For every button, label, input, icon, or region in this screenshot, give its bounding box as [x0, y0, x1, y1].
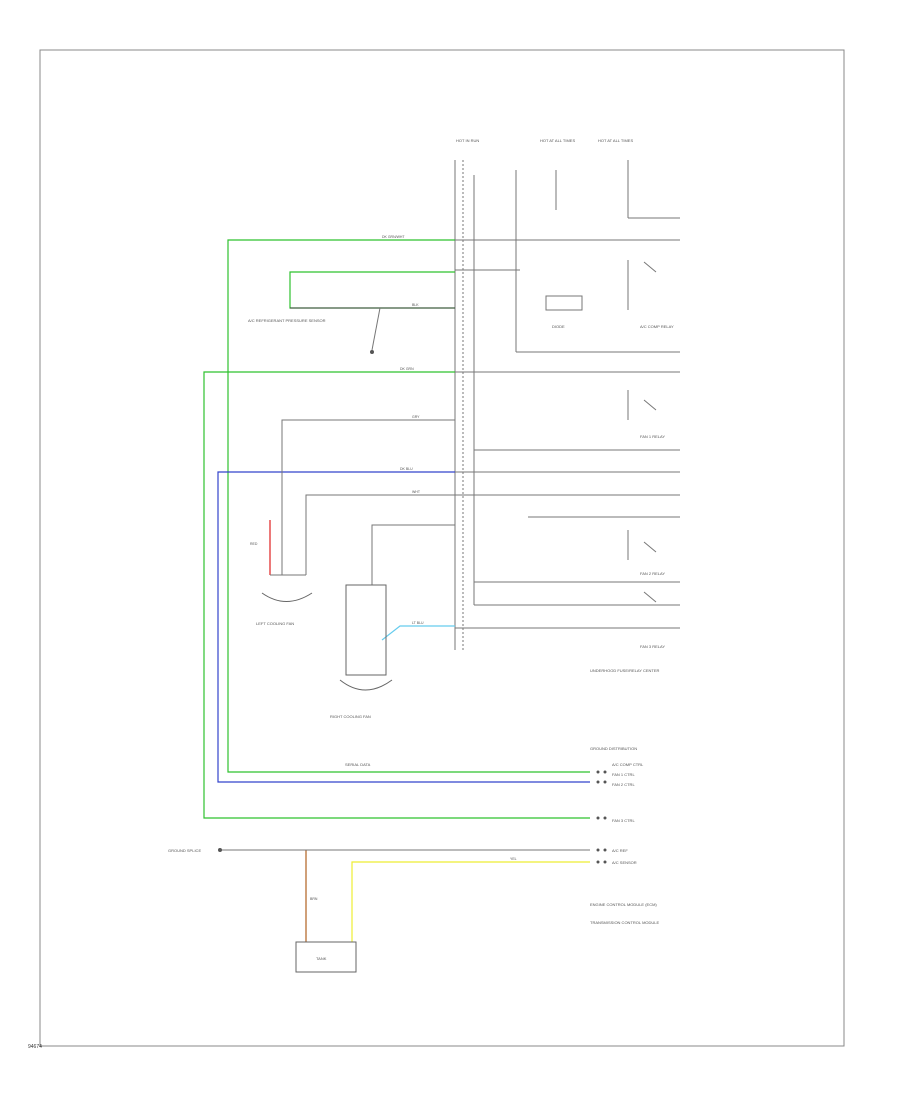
relay-label: A/C COMP RELAY — [640, 324, 674, 329]
connector-label: FAN 1 CTRL — [612, 772, 635, 777]
fuse-feeds — [454, 160, 680, 650]
wire-label: GRY — [412, 415, 420, 419]
components — [261, 584, 393, 973]
connector-label: FAN 3 CTRL — [612, 818, 635, 823]
connector-labels: A/C COMP CTRL FAN 1 CTRL FAN 2 CTRL FAN … — [612, 762, 644, 865]
fuse-labels: HOT IN RUN HOT AT ALL TIMES HOT AT ALL T… — [456, 138, 633, 143]
relay-feeds — [455, 239, 680, 629]
left-fan-arc — [261, 592, 313, 602]
colored-wires — [203, 239, 590, 942]
green-wire — [289, 271, 455, 309]
relay-label: FAN 2 RELAY — [640, 571, 665, 576]
wire-label: YEL — [510, 857, 517, 861]
wire-label: BLK — [412, 303, 419, 307]
connector-label: A/C SENSOR — [612, 860, 637, 865]
component-label: ENGINE CONTROL MODULE (ECM) — [590, 902, 657, 907]
light-blue-wire — [381, 625, 455, 641]
component-label: LEFT COOLING FAN — [256, 621, 294, 626]
wire-label: RED — [250, 542, 258, 546]
connector-label: A/C REF — [612, 848, 628, 853]
right-cooling-fan-box — [345, 584, 387, 676]
component-label: UNDERHOOD FUSE/RELAY CENTER — [590, 668, 660, 673]
relay-label: FAN 3 RELAY — [640, 644, 665, 649]
wire-label: BRN — [310, 897, 318, 901]
fuse-label: HOT AT ALL TIMES — [540, 138, 575, 143]
connector-label: A/C COMP CTRL — [612, 762, 644, 767]
yellow-wire — [351, 861, 590, 942]
component-label: A/C REFRIGERANT PRESSURE SENSOR — [248, 318, 326, 323]
wire-labels: DK GRN/WHT GRY BLK DK BLU LT BLU YEL BRN… — [250, 235, 517, 901]
gray-wires — [220, 307, 590, 851]
relay-labels: A/C COMP RELAY FAN 1 RELAY FAN 2 RELAY F… — [552, 324, 674, 649]
wire-label: LT BLU — [412, 621, 424, 625]
diagram-frame — [39, 49, 845, 1047]
page-id: 94674 — [28, 1044, 42, 1050]
fuse-label: HOT AT ALL TIMES — [598, 138, 633, 143]
component-label: SERIAL DATA — [345, 762, 371, 767]
component-label: GROUND SPLICE — [168, 848, 201, 853]
connector-dots — [218, 350, 607, 864]
relay-label: FAN 1 RELAY — [640, 434, 665, 439]
component-labels: A/C REFRIGERANT PRESSURE SENSOR LEFT COO… — [168, 318, 660, 961]
wire-label: DK BLU — [400, 467, 413, 471]
fuse-label: HOT IN RUN — [456, 138, 479, 143]
blue-wire — [217, 471, 590, 783]
green-wire — [227, 239, 590, 773]
green-wire — [203, 371, 590, 819]
wire-label: DK GRN/WHT — [382, 235, 405, 239]
component-label: GROUND DISTRIBUTION — [590, 746, 637, 751]
diode-label: DIODE — [552, 324, 565, 329]
component-label: RIGHT COOLING FAN — [330, 714, 371, 719]
wire-label: WHT — [412, 490, 421, 494]
wire-label: DK GRN — [400, 367, 414, 371]
component-label: TRANSMISSION CONTROL MODULE — [590, 920, 660, 925]
sensor-box — [295, 941, 357, 973]
sensor-box-label: TANK — [316, 956, 327, 961]
fan-motor-arc — [339, 679, 393, 691]
connector-label: FAN 2 CTRL — [612, 782, 635, 787]
